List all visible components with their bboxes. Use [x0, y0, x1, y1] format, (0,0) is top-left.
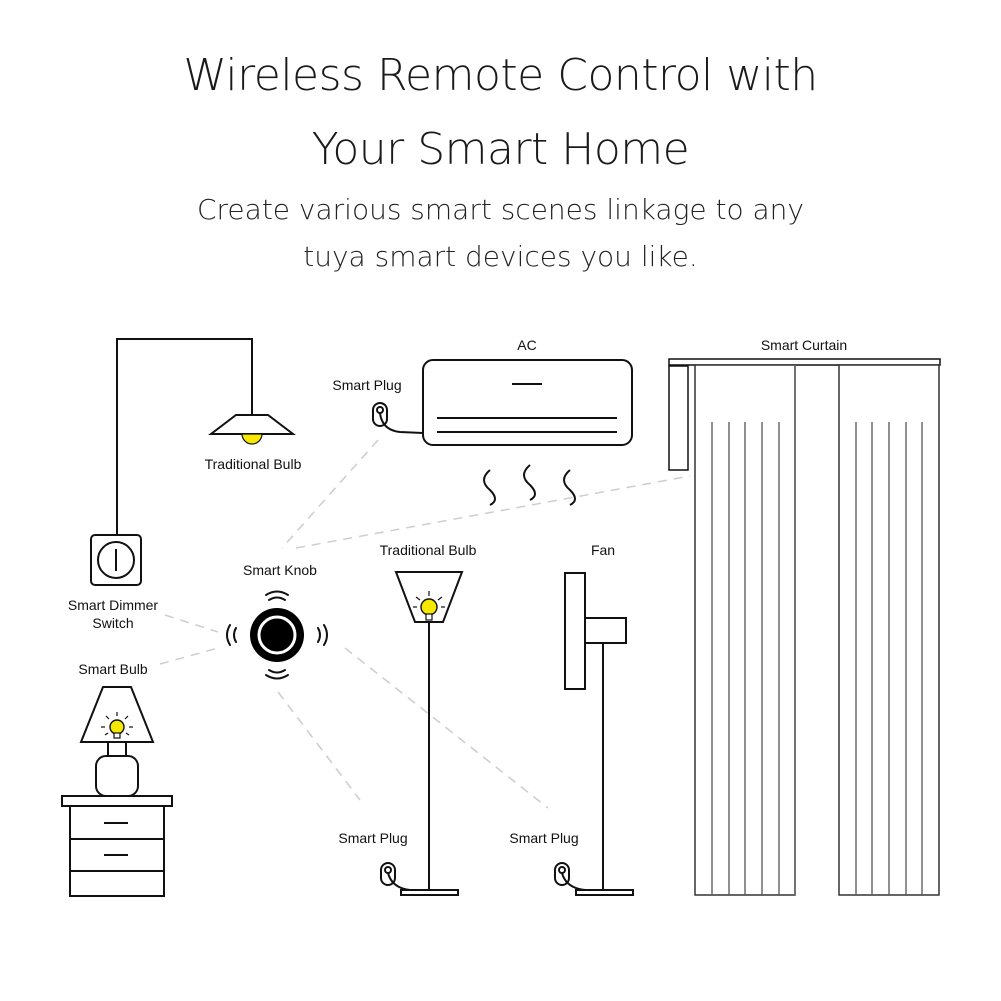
- fan-label: Fan: [591, 542, 615, 558]
- airflow-icon: [483, 464, 576, 506]
- curtain-label: Smart Curtain: [761, 337, 847, 353]
- fan-smart-plug-icon: [554, 862, 586, 891]
- subtitle-line-1: Create various smart scenes linkage to a…: [196, 193, 804, 226]
- headline-line-1: Wireless Remote Control with: [183, 50, 818, 101]
- ac-unit: [422, 359, 633, 446]
- smart-bulb-label: Smart Bulb: [78, 661, 147, 677]
- link-to-floor-lamp-plug: [277, 691, 361, 801]
- link-to-fan-plug: [344, 647, 549, 809]
- subtitle-line-2: tuya smart devices you like.: [303, 240, 698, 273]
- bulb-icon: [241, 433, 263, 445]
- fan-plug-label: Smart Plug: [509, 830, 578, 846]
- dimmer-switch-icon: [90, 534, 142, 586]
- link-to-curtain: [295, 475, 691, 549]
- nightstand: [61, 795, 173, 897]
- lit-bulb-icon: [101, 712, 133, 739]
- floor-lamp-plug-label: Smart Plug: [338, 830, 407, 846]
- smart-knob[interactable]: [250, 608, 304, 662]
- table-lamp: [79, 686, 155, 797]
- connection-lines: [159, 439, 691, 809]
- floor-lamp-smart-plug-icon: [380, 862, 411, 891]
- pendant-lamp-label: Traditional Bulb: [205, 456, 302, 472]
- link-to-smart-bulb: [159, 647, 219, 665]
- ac-smart-plug-icon: [372, 402, 424, 434]
- link-to-ac-plug: [281, 439, 379, 549]
- smart-curtain: [668, 358, 941, 896]
- fan: [564, 572, 634, 896]
- dimmer-switch-label-line-2: Switch: [92, 615, 133, 631]
- lit-bulb-icon: [413, 591, 445, 621]
- pendant-lamp: [116, 338, 296, 537]
- floor-lamp-label: Traditional Bulb: [380, 542, 477, 558]
- wireless-signal-icons: [226, 590, 328, 680]
- ac-plug-label: Smart Plug: [332, 377, 401, 393]
- smart-knob-label: Smart Knob: [243, 562, 317, 578]
- link-to-dimmer: [164, 614, 219, 633]
- dimmer-switch-label-line-1: Smart Dimmer: [68, 597, 159, 613]
- ac-label: AC: [517, 337, 536, 353]
- headline-line-2: Your Smart Home: [311, 124, 690, 175]
- floor-lamp: [394, 571, 464, 896]
